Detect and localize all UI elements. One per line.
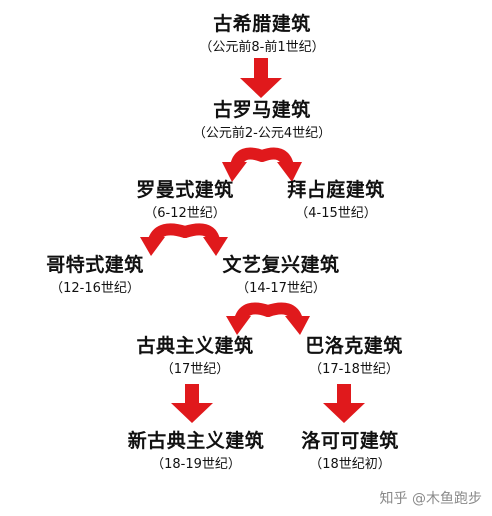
node-name: 新古典主义建筑 bbox=[127, 430, 265, 452]
node-name: 拜占庭建筑 bbox=[287, 179, 385, 201]
node-name: 古典主义建筑 bbox=[136, 335, 254, 357]
node-neoclassical: 新古典主义建筑 （18-19世纪） bbox=[128, 429, 265, 475]
node-baroque: 巴洛克建筑 （17-18世纪） bbox=[305, 334, 403, 380]
node-period: （6-12世纪） bbox=[144, 206, 226, 221]
arrowhead-roman-to-byzantine bbox=[277, 162, 302, 182]
arrowhead-romanesque-to-renaissance bbox=[203, 237, 228, 256]
node-period: （14-17世纪） bbox=[236, 281, 326, 296]
node-renaissance: 文艺复兴建筑 （14-17世纪） bbox=[222, 253, 339, 299]
node-rococo: 洛可可建筑 （18世纪初） bbox=[301, 429, 399, 475]
node-classicism: 古典主义建筑 （17世纪） bbox=[136, 334, 253, 380]
node-period: （4-15世纪） bbox=[295, 206, 377, 221]
watermark: 知乎 @木鱼跑步 bbox=[379, 491, 482, 507]
node-ancient-roman: 古罗马建筑 （公元前2-公元4世纪） bbox=[193, 98, 331, 144]
node-gothic: 哥特式建筑 （12-16世纪） bbox=[46, 253, 144, 299]
node-period: （17世纪） bbox=[160, 362, 230, 377]
node-name: 古罗马建筑 bbox=[213, 99, 311, 121]
arrowhead-roman-to-romanesque bbox=[222, 162, 247, 182]
arrow-baroque-to-rococo bbox=[323, 384, 365, 423]
node-period: （公元前8-前1世纪） bbox=[199, 40, 325, 55]
arrowhead-romanesque-to-gothic bbox=[140, 237, 165, 256]
node-name: 文艺复兴建筑 bbox=[222, 254, 340, 276]
node-period: （公元前2-公元4世纪） bbox=[192, 126, 332, 141]
node-name: 古希腊建筑 bbox=[213, 13, 311, 35]
arrow-classicism-to-neoclassical bbox=[171, 384, 213, 423]
node-name: 洛可可建筑 bbox=[301, 430, 399, 452]
node-byzantine: 拜占庭建筑 （4-15世纪） bbox=[287, 178, 385, 224]
node-ancient-greek: 古希腊建筑 （公元前8-前1世纪） bbox=[199, 12, 324, 58]
arrow-greek-to-roman bbox=[240, 58, 282, 98]
node-name: 哥特式建筑 bbox=[46, 254, 144, 276]
node-period: （12-16世纪） bbox=[50, 281, 140, 296]
arrowhead-renaissance-to-classicism bbox=[226, 316, 251, 335]
node-period: （18世纪初） bbox=[309, 457, 391, 472]
node-name: 罗曼式建筑 bbox=[136, 179, 234, 201]
node-romanesque: 罗曼式建筑 （6-12世纪） bbox=[136, 178, 234, 224]
node-period: （18-19世纪） bbox=[151, 457, 241, 472]
node-period: （17-18世纪） bbox=[309, 362, 399, 377]
node-name: 巴洛克建筑 bbox=[305, 335, 403, 357]
arrowhead-renaissance-to-baroque bbox=[285, 316, 310, 335]
